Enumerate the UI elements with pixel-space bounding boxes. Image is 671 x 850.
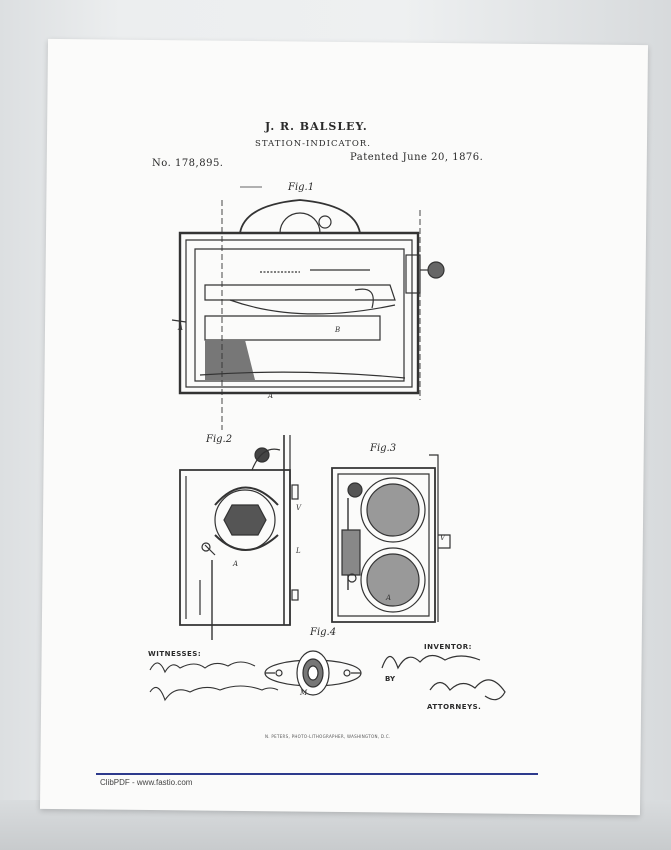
inventor-label: INVENTOR: [424,643,472,651]
by-label: BY [385,675,395,683]
witness-signatures [150,662,278,700]
svg-text:M: M [299,689,308,697]
patent-number: No. 178,895. [152,158,223,169]
fig2-label: Fig.2 [206,434,232,445]
attorneys-label: ATTORNEYS. [427,703,481,711]
svg-text:B: B [334,326,340,334]
svg-text:L: L [295,547,301,555]
witnesses-label: WITNESSES: [148,650,201,658]
fig4-drawing [265,651,361,695]
patent-inventor-header: J. R. BALSLEY. [265,120,368,133]
footer-rule [96,773,538,775]
fig1-drawing [172,187,444,430]
fig4-label: Fig.4 [310,627,336,638]
lithographer-imprint: N. PETERS, PHOTO-LITHOGRAPHER, WASHINGTO… [265,734,391,739]
svg-text:A: A [232,560,238,568]
inventor-signature [382,655,505,699]
svg-text:V: V [296,504,302,512]
fig1-label: Fig.1 [288,182,314,193]
svg-text:A: A [267,392,273,400]
fig3-label: Fig.3 [370,443,396,454]
patent-invention-title: STATION-INDICATOR. [255,139,371,149]
patent-date: Patented June 20, 1876. [350,152,483,163]
svg-text:A: A [177,324,183,332]
fig2-drawing [180,435,298,640]
footer-credit: ClibPDF - www.fastio.com [100,778,192,787]
svg-text:A: A [385,594,391,602]
